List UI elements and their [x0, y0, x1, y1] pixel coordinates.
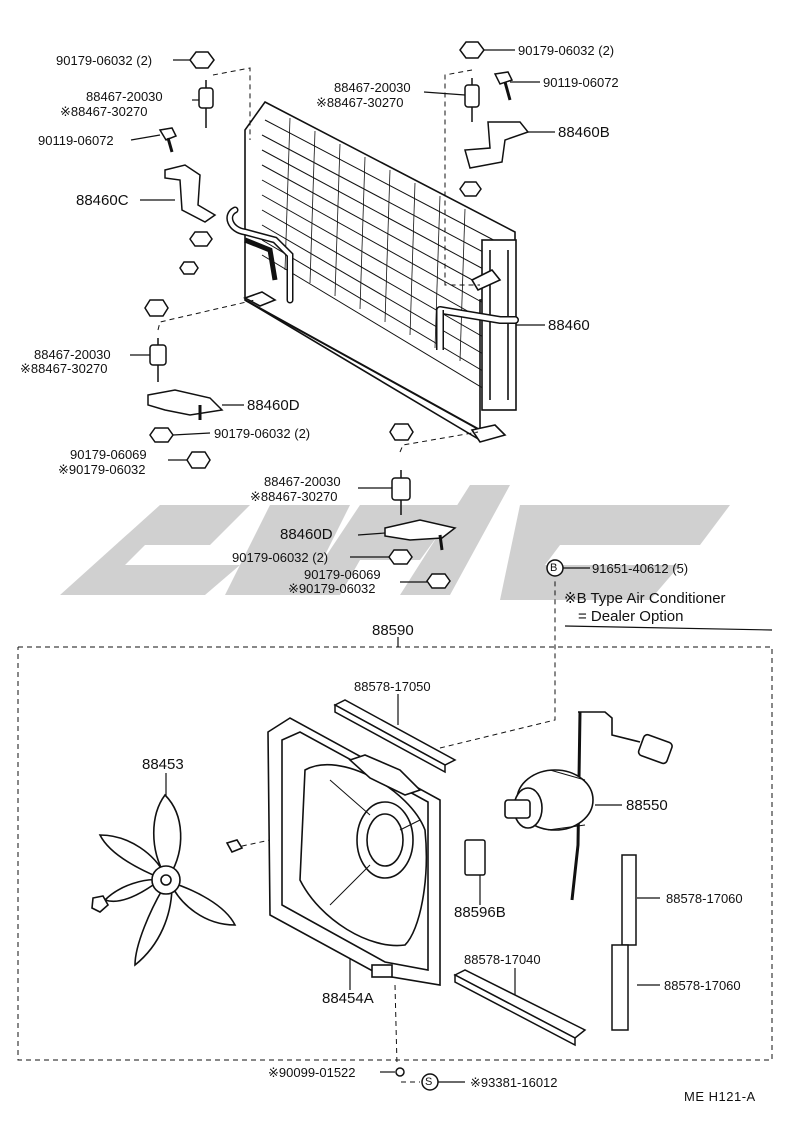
leader-lines: [130, 49, 773, 1083]
note-line-2: = Dealer Option: [578, 608, 684, 625]
part-label: 88467-20030: [264, 474, 341, 489]
part-label: ※88467-30270: [316, 95, 404, 110]
part-label: 88454A: [322, 990, 374, 1007]
part-label: 88578-17060: [666, 891, 743, 906]
fan-motor: [504, 711, 673, 901]
part-label: 88453: [142, 756, 184, 773]
condenser: [226, 100, 519, 443]
watermark-stroke: [225, 505, 350, 595]
part-label: ※90099-01522: [268, 1065, 356, 1080]
drawing-code: ME H121-A: [684, 1089, 756, 1104]
hardware-right-middle: [384, 423, 457, 589]
part-label: ※88467-30270: [60, 104, 148, 119]
hardware-left-middle: [144, 299, 224, 469]
part-label: 90179-06069: [304, 567, 381, 582]
part-label: 88460C: [76, 192, 129, 209]
part-label: 90179-06032 (2): [232, 550, 329, 565]
watermark-logo: [60, 485, 730, 600]
part-label: 88578-17060: [664, 978, 741, 993]
watermark-stroke: [300, 485, 510, 595]
part-label: 91651-40612 (5): [592, 561, 689, 576]
callout-s-letter: S: [425, 1076, 433, 1088]
part-label: ※88467-30270: [250, 489, 338, 504]
part-label: 90179-06032 (2): [56, 53, 153, 68]
seal-pads: [333, 699, 637, 1077]
part-label: 88467-20030: [334, 80, 411, 95]
part-label: 88578-17040: [464, 952, 541, 967]
part-label: 90119-06072: [543, 75, 619, 90]
part-label: 88460D: [247, 397, 300, 414]
part-label: ※90179-06032: [288, 581, 376, 596]
fan-shroud: [225, 717, 441, 986]
part-label: 88460B: [558, 124, 610, 141]
part-label: 90179-06069: [70, 447, 147, 462]
note-line-1: ※B Type Air Conditioner: [564, 590, 726, 607]
part-label: 88550: [626, 797, 668, 814]
part-label: 90179-06032 (2): [518, 43, 615, 58]
fan-blade: [91, 793, 237, 967]
part-label: 88590: [372, 622, 414, 639]
watermark-stroke: [60, 505, 250, 595]
part-label: 88467-20030: [34, 347, 111, 362]
hardware-upper-right: [459, 41, 530, 197]
part-label: 90179-06032 (2): [214, 426, 311, 441]
part-label: 90119-06072: [38, 133, 114, 148]
callout-circles: [421, 559, 564, 1091]
part-label: 88467-20030: [86, 89, 163, 104]
part-label: ※88467-30270: [20, 361, 108, 376]
part-label: 88460: [548, 317, 590, 334]
watermark-stroke: [500, 505, 730, 600]
part-label: ※90179-06032: [58, 462, 146, 477]
hardware-upper-left: [158, 51, 217, 275]
part-label: 88460D: [280, 526, 333, 543]
part-label: ※93381-16012: [470, 1075, 558, 1090]
part-label: 88596B: [454, 904, 506, 921]
callout-b-letter: B: [550, 562, 558, 574]
part-label: 88578-17050: [354, 679, 431, 694]
